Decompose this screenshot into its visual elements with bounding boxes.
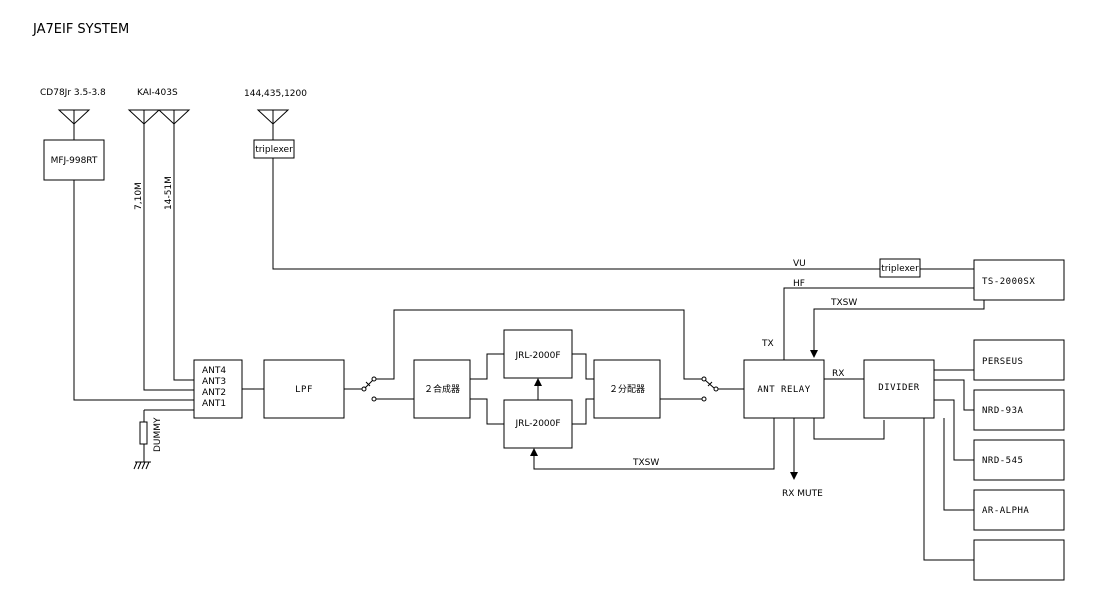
divider-out-ar-alpha bbox=[943, 418, 974, 511]
tx-label: TX bbox=[761, 339, 774, 349]
vu-line bbox=[272, 158, 880, 270]
hf-label: HF bbox=[793, 279, 805, 289]
rx-label: RX bbox=[832, 369, 844, 379]
antenna-icon bbox=[256, 109, 290, 140]
triplexer-top-label: triplexer bbox=[255, 145, 293, 155]
band-label-14-51: 14-51M bbox=[164, 176, 174, 210]
ts2000-label: TS-2000SX bbox=[982, 277, 1035, 287]
nrd93-box bbox=[973, 389, 1065, 431]
antenna-label-vuhf: 144,435,1200 bbox=[244, 89, 307, 99]
triplexer-top-box bbox=[253, 139, 295, 159]
mfj-tuner-box bbox=[43, 139, 105, 181]
antenna-switch-box bbox=[193, 359, 243, 419]
divider-return-line bbox=[813, 418, 885, 440]
antenna-icon bbox=[57, 109, 91, 140]
vu-label: VU bbox=[793, 259, 806, 269]
nrd93-label: NRD-93A bbox=[982, 406, 1024, 416]
divider-label: DIVIDER bbox=[878, 383, 920, 393]
ant-relay-box bbox=[743, 359, 825, 419]
divider-box bbox=[863, 359, 935, 419]
nrd545-label: NRD-545 bbox=[982, 456, 1023, 466]
txsw-bottom-label: TXSW bbox=[632, 458, 659, 468]
feed-line-ant1 bbox=[73, 180, 194, 401]
triplexer-right-label: triplexer bbox=[881, 264, 919, 274]
antenna-label-cd78: CD78Jr 3.5-3.8 bbox=[40, 88, 106, 98]
antenna-label-kai: KAI-403S bbox=[137, 88, 178, 98]
port-ant4: ANT4 bbox=[202, 366, 226, 376]
txsw-top-label: TXSW bbox=[830, 298, 857, 308]
dummy-label: DUMMY bbox=[153, 417, 163, 452]
mfj-tuner-label: MFJ-998RT bbox=[51, 156, 98, 166]
left-bypass-switch bbox=[361, 376, 377, 402]
divider-out-blank bbox=[923, 418, 974, 561]
ts2000-box bbox=[973, 259, 1065, 301]
antenna-icon bbox=[157, 109, 191, 125]
splitter-box bbox=[593, 359, 661, 419]
lpf-box bbox=[263, 359, 345, 419]
combiner-box bbox=[413, 359, 471, 419]
feed-line-ant3 bbox=[143, 124, 194, 391]
rx-mute-label: RX MUTE bbox=[782, 489, 823, 499]
divider-out-nrd93 bbox=[934, 379, 974, 411]
diagram-title: JA7EIF SYSTEM bbox=[32, 22, 129, 37]
dummy-load-resistor bbox=[139, 421, 148, 445]
nrd545-box bbox=[973, 439, 1065, 481]
ant-relay-label: ANT RELAY bbox=[757, 385, 810, 395]
feed-line-ant4 bbox=[173, 124, 194, 381]
antenna-icon bbox=[127, 109, 161, 125]
port-ant2: ANT2 bbox=[202, 388, 226, 398]
divider-out-nrd545 bbox=[934, 399, 974, 461]
hf-line bbox=[783, 287, 974, 360]
combiner-label: ２合成器 bbox=[424, 383, 460, 395]
ground-icon bbox=[133, 461, 151, 470]
perseus-box bbox=[973, 339, 1065, 381]
ar-alpha-box bbox=[973, 489, 1065, 531]
right-bypass-switch bbox=[701, 376, 719, 402]
triplexer-right-box bbox=[879, 258, 921, 278]
ar-alpha-label: AR-ALPHA bbox=[982, 506, 1029, 516]
lpf-label: LPF bbox=[295, 385, 313, 395]
port-ant1: ANT1 bbox=[202, 399, 226, 409]
txsw-top-line bbox=[810, 300, 985, 358]
perseus-label: PERSEUS bbox=[982, 357, 1023, 367]
port-ant3: ANT3 bbox=[202, 377, 226, 387]
jrl-bottom-label: JRL-2000F bbox=[514, 419, 560, 429]
bypass-line bbox=[376, 309, 704, 380]
jrl-bottom-box bbox=[503, 399, 573, 449]
splitter-label: ２分配器 bbox=[609, 384, 645, 395]
txsw-bottom-line bbox=[530, 418, 775, 470]
jrl-top-label: JRL-2000F bbox=[514, 351, 560, 361]
band-label-7-10: 7,10M bbox=[134, 182, 144, 210]
blank-receiver-box bbox=[973, 539, 1065, 581]
